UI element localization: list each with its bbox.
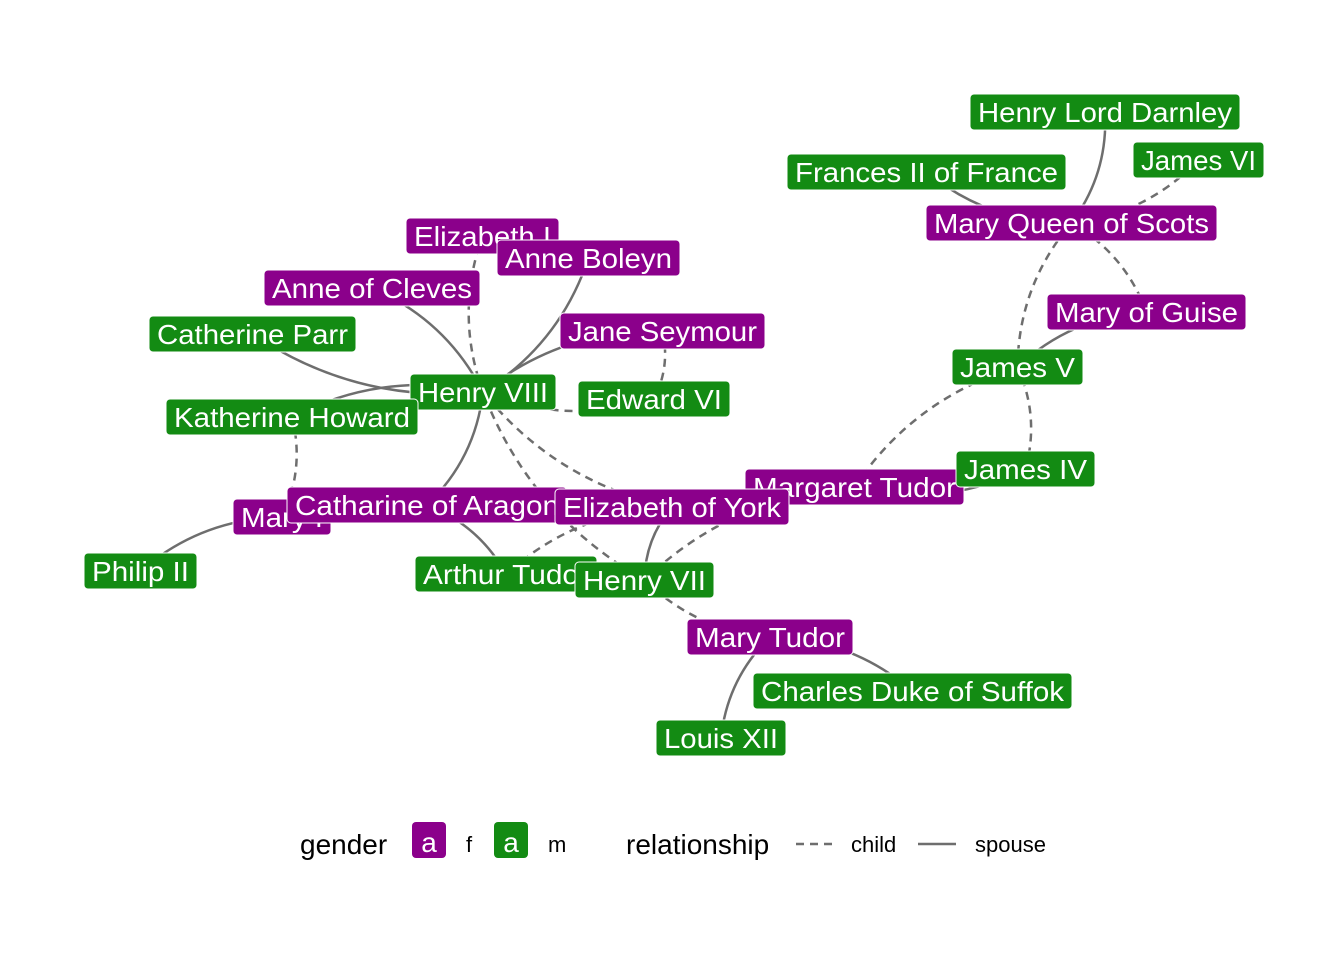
node-label-box — [165, 398, 419, 436]
node-henry-lord-darnley: Henry Lord Darnley — [969, 93, 1241, 131]
node-mary-of-guise: Mary of Guise — [1046, 293, 1247, 331]
node-label-text: Louis XII — [664, 723, 778, 754]
node-label-box — [574, 561, 715, 599]
node-anne-of-cleves: Anne of Cleves — [263, 269, 481, 307]
legend-spouse-label: spouse — [975, 832, 1046, 857]
node-label-text: Mary Tudor — [695, 622, 845, 653]
node-label-text: Charles Duke of Suffok — [761, 676, 1065, 707]
node-label-text: Elizabeth of York — [563, 492, 782, 523]
node-label-text: Henry Lord Darnley — [978, 97, 1232, 128]
legend-gender-m-label: m — [548, 832, 566, 857]
node-label-box — [83, 552, 198, 590]
node-label-box — [559, 312, 766, 350]
node-label-text: Mary Queen of Scots — [934, 208, 1209, 239]
node-mary-tudor: Mary Tudor — [686, 618, 854, 656]
node-label-box — [577, 380, 731, 418]
node-label-text: Anne of Cleves — [272, 273, 472, 304]
node-label-box — [786, 153, 1067, 191]
node-label-box — [951, 348, 1084, 386]
node-label-text: Catherine Parr — [157, 319, 348, 350]
legend-relationship-title: relationship — [626, 829, 769, 860]
node-label-text: James V — [960, 352, 1075, 383]
child-edge — [1016, 222, 1073, 368]
node-label-text: Anne Boleyn — [505, 243, 672, 274]
node-louis-xii: Louis XII — [655, 719, 787, 757]
node-arthur-tudor: Arthur Tudor — [414, 555, 598, 593]
node-label-box — [554, 488, 790, 526]
node-catharine-of-aragon: Catharine of Aragon — [286, 486, 568, 524]
node-henry-viii: Henry VIII — [409, 373, 557, 411]
child-edge — [853, 365, 1018, 488]
node-james-v: James V — [951, 348, 1084, 386]
node-label-text: James VI — [1141, 145, 1256, 176]
node-label-box — [686, 618, 854, 656]
node-label-box — [496, 239, 681, 277]
node-james-vi: James VI — [1132, 141, 1265, 179]
node-james-iv: James IV — [955, 450, 1096, 488]
node-label-box — [655, 719, 787, 757]
node-henry-vii: Henry VII — [574, 561, 715, 599]
node-label-box — [409, 373, 557, 411]
legend: gender a f a m relationship child spouse — [300, 822, 1046, 860]
legend-gender-key-f: a — [412, 822, 446, 858]
node-catherine-parr: Catherine Parr — [148, 315, 357, 353]
node-label-box — [1132, 141, 1265, 179]
node-label-box — [148, 315, 357, 353]
node-label-text: Katherine Howard — [174, 402, 410, 433]
node-frances-ii: Frances II of France — [786, 153, 1067, 191]
node-label-box — [969, 93, 1241, 131]
node-label-box — [263, 269, 481, 307]
node-charles-suffolk: Charles Duke of Suffok — [752, 672, 1073, 710]
node-jane-seymour: Jane Seymour — [559, 312, 766, 350]
node-elizabeth-of-york: Elizabeth of York — [554, 488, 790, 526]
node-label-box — [752, 672, 1073, 710]
node-label-text: Philip II — [92, 556, 189, 587]
node-label-text: James IV — [964, 454, 1087, 485]
node-katherine-howard: Katherine Howard — [165, 398, 419, 436]
node-label-box — [925, 204, 1218, 242]
legend-child-label: child — [851, 832, 896, 857]
node-label-text: Henry VIII — [418, 377, 548, 408]
node-label-box — [955, 450, 1096, 488]
node-label-text: Mary of Guise — [1055, 297, 1238, 328]
node-label-box — [1046, 293, 1247, 331]
legend-gender-key-f-glyph: a — [421, 827, 437, 858]
legend-gender-key-m: a — [494, 822, 528, 858]
node-mary-queen-of-scots: Mary Queen of Scots — [925, 204, 1218, 242]
legend-gender-f-label: f — [466, 832, 473, 857]
node-label-text: Henry VII — [583, 565, 706, 596]
node-label-text: Catharine of Aragon — [295, 490, 559, 521]
legend-gender-title: gender — [300, 829, 387, 860]
node-label-text: Jane Seymour — [568, 316, 757, 347]
node-anne-boleyn: Anne Boleyn — [496, 239, 681, 277]
node-label-text: Arthur Tudor — [423, 559, 589, 590]
node-philip-ii: Philip II — [83, 552, 198, 590]
legend-gender-key-m-glyph: a — [503, 827, 519, 858]
node-label-text: Frances II of France — [795, 157, 1058, 188]
node-label-text: Edward VI — [586, 384, 722, 415]
node-edward-vi: Edward VI — [577, 380, 731, 418]
